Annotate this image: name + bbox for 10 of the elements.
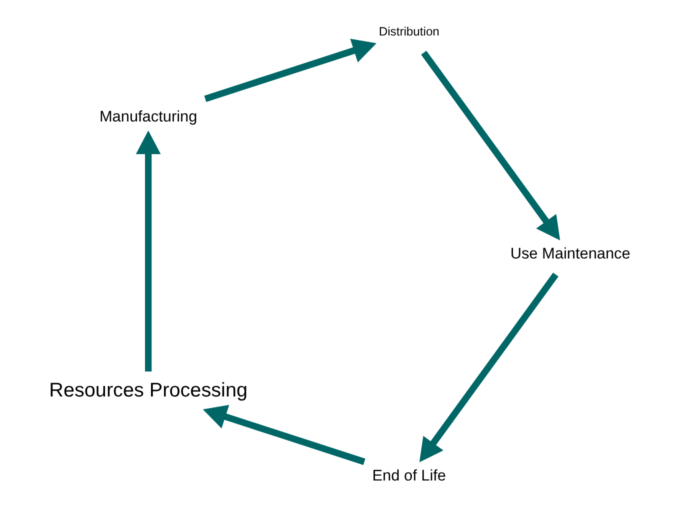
node-text: Use Maintenance bbox=[510, 246, 630, 263]
node-text: End of Life bbox=[372, 467, 446, 484]
arrow bbox=[421, 50, 560, 240]
arrow bbox=[202, 404, 366, 465]
arrow bbox=[419, 272, 558, 462]
node-text: Distribution bbox=[378, 24, 440, 39]
node-text: Resources Processing bbox=[49, 379, 248, 402]
arrow bbox=[204, 38, 376, 102]
arrow bbox=[136, 130, 161, 372]
node-text: Manufacturing bbox=[99, 108, 198, 126]
